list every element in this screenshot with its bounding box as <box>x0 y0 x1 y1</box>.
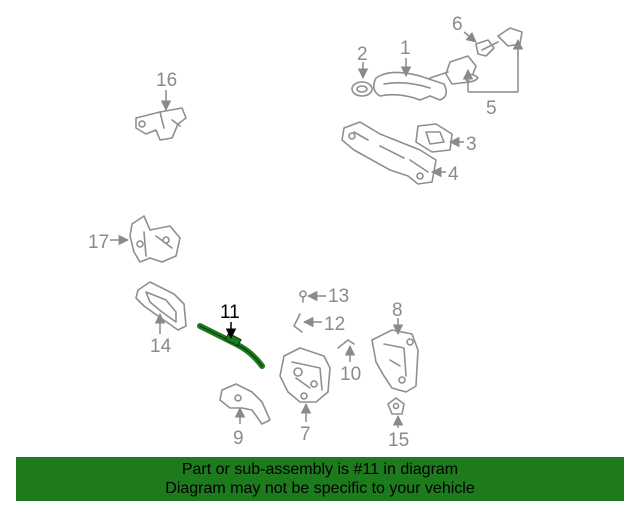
callout-8: 8 <box>392 300 403 321</box>
leader-5 <box>462 38 524 93</box>
leader-6 <box>463 31 477 43</box>
part-4-handle-carrier <box>341 121 437 185</box>
callout-16: 16 <box>156 70 177 91</box>
callout-2: 2 <box>357 44 368 65</box>
footer-line-1: Part or sub-assembly is #11 in diagram <box>181 461 459 478</box>
part-10-clip <box>337 339 355 349</box>
callout-11: 11 <box>220 302 240 323</box>
part-14-inner-handle <box>135 281 187 331</box>
callout-4: 4 <box>448 164 459 185</box>
part-16-hinge-bracket <box>135 107 187 141</box>
callout-1: 1 <box>400 38 411 59</box>
part-9-bracket <box>219 383 271 425</box>
callout-17: 17 <box>88 232 109 253</box>
part-17-hinge <box>129 215 181 263</box>
callout-3: 3 <box>466 134 477 155</box>
callout-15: 15 <box>388 430 409 451</box>
part-2-grommet <box>351 81 373 97</box>
callout-6: 6 <box>452 14 463 35</box>
callout-14: 14 <box>150 336 172 357</box>
callout-13: 13 <box>328 286 349 307</box>
callout-12: 12 <box>324 314 345 335</box>
footer-banner: Part or sub-assembly is #11 in diagram D… <box>16 457 624 501</box>
part-15-striker <box>387 397 405 415</box>
part-3-gasket <box>415 123 453 153</box>
part-8-actuator <box>371 329 419 393</box>
footer-line-2: Diagram may not be specific to your vehi… <box>165 480 475 497</box>
callout-9: 9 <box>233 428 244 449</box>
parts-diagram: 16 2 1 6 5 3 <box>88 14 524 451</box>
part-5-lock-cylinder-keys <box>429 27 523 85</box>
callout-7: 7 <box>300 424 311 445</box>
part-7-latch <box>279 347 331 403</box>
part-13-screw <box>299 290 307 303</box>
callout-5: 5 <box>486 98 497 119</box>
part-12-rod <box>293 313 303 333</box>
callout-10: 10 <box>340 364 361 385</box>
